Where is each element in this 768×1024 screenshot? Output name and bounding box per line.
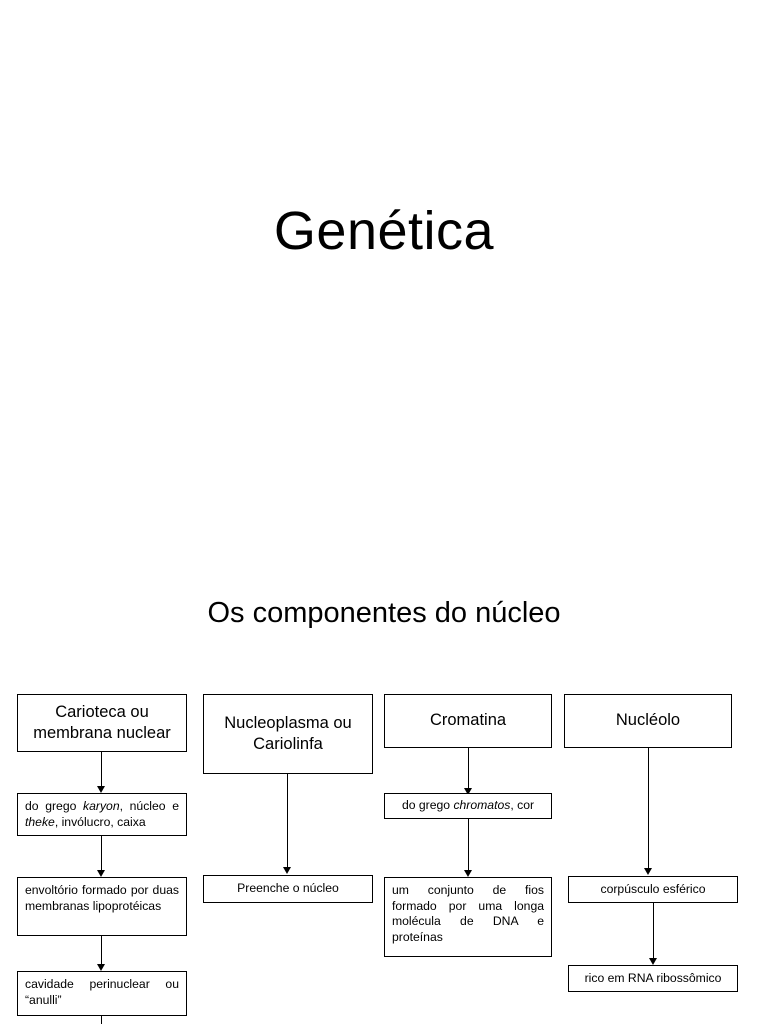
connector-nucleolo-2: [653, 903, 655, 960]
text-a: do grego: [401, 798, 454, 813]
connector-cromatina-1: [468, 748, 470, 790]
node-carioteca-header-label: Carioteca ou membrana nuclear: [33, 702, 171, 742]
node-cromatina-header[interactable]: Cromatina: [384, 694, 552, 748]
node-carioteca-cavidade-label: cavidade perinuclear ou “anulli”: [25, 977, 179, 1007]
connector-nucleolo-1: [648, 748, 650, 870]
arrowhead-nucleolo-2: [649, 958, 657, 965]
connector-carioteca-1: [101, 752, 103, 788]
text-c: , invólucro, caixa: [54, 814, 146, 829]
text-b: , núcleo e: [119, 799, 179, 813]
node-carioteca-cavidade[interactable]: cavidade perinuclear ou “anulli”: [17, 971, 187, 1016]
node-nucleolo-corpusculo[interactable]: corpúsculo esférico: [568, 876, 738, 903]
arrowhead-cromatina-1: [464, 788, 472, 795]
node-carioteca-origem[interactable]: do grego karyon, núcleo e theke, invóluc…: [17, 793, 187, 836]
text-b: , cor: [510, 798, 535, 813]
node-nucleoplasma-funcao-label: Preenche o núcleo: [237, 881, 339, 896]
node-cromatina-header-label: Cromatina: [429, 711, 507, 730]
node-nucleolo-header-label: Nucléolo: [615, 711, 681, 730]
node-cromatina-definicao-label: um conjunto de fios formado por uma long…: [392, 883, 544, 944]
text-theke: theke: [25, 814, 55, 829]
arrowhead-cromatina-2: [464, 870, 472, 877]
node-nucleoplasma-funcao[interactable]: Preenche o núcleo: [203, 875, 373, 903]
arrowhead-carioteca-2: [97, 870, 105, 877]
node-cromatina-origem[interactable]: do grego chromatos, cor: [384, 793, 552, 819]
arrowhead-nucleolo-1: [644, 868, 652, 875]
node-cromatina-origem-label: do grego chromatos, cor: [385, 793, 551, 819]
node-nucleoplasma-header-label: Nucleoplasma ou Cariolinfa: [224, 713, 352, 753]
arrowhead-nucleoplasma-1: [283, 867, 291, 874]
text-a: do grego: [25, 799, 84, 813]
node-cromatina-definicao[interactable]: um conjunto de fios formado por uma long…: [384, 877, 552, 957]
connector-carioteca-4: [101, 1016, 103, 1024]
node-nucleoplasma-header[interactable]: Nucleoplasma ou Cariolinfa: [203, 694, 373, 774]
connector-carioteca-2: [101, 836, 103, 872]
node-carioteca-origem-label: do grego karyon, núcleo e theke, invóluc…: [18, 794, 186, 835]
node-nucleolo-rna[interactable]: rico em RNA ribossômico: [568, 965, 738, 992]
connector-nucleoplasma-1: [287, 774, 289, 869]
text-karyon: karyon: [83, 799, 120, 813]
node-nucleolo-header[interactable]: Nucléolo: [564, 694, 732, 748]
node-carioteca-header[interactable]: Carioteca ou membrana nuclear: [17, 694, 187, 752]
page-title: Genética: [273, 201, 495, 261]
node-carioteca-envoltorio-label: envoltório formado por duas membranas li…: [25, 883, 179, 913]
node-nucleolo-corpusculo-label: corpúsculo esférico: [600, 881, 706, 896]
connector-cromatina-2: [468, 819, 470, 872]
arrowhead-carioteca-1: [97, 786, 105, 793]
node-nucleolo-rna-label: rico em RNA ribossômico: [584, 970, 722, 985]
text-chromatos: chromatos: [453, 798, 511, 813]
connector-carioteca-3: [101, 936, 103, 966]
node-carioteca-envoltorio[interactable]: envoltório formado por duas membranas li…: [17, 877, 187, 936]
section-title: Os componentes do núcleo: [207, 597, 561, 629]
arrowhead-carioteca-3: [97, 964, 105, 971]
